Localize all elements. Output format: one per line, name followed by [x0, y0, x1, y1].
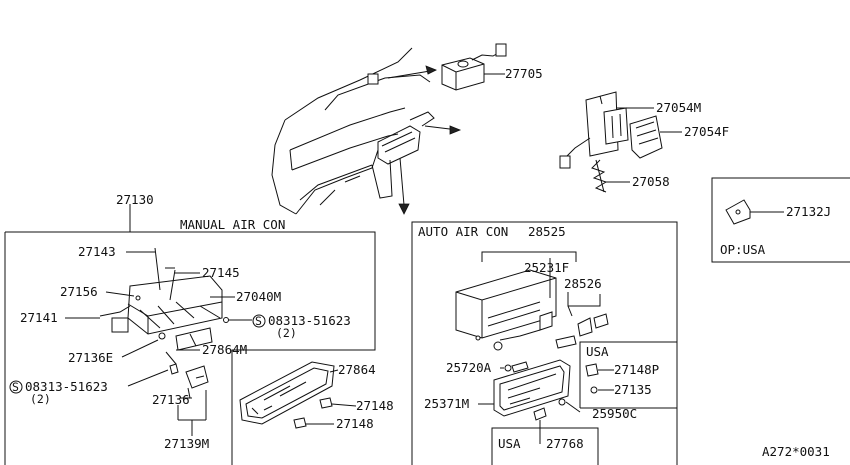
dashboard-illustration	[271, 47, 435, 215]
label-27768: 27768	[546, 436, 584, 451]
label-25371M: 25371M	[424, 396, 469, 411]
label-27148P: 27148P	[614, 362, 659, 377]
dashboard-arrows	[367, 65, 462, 215]
label-27864: 27864	[338, 362, 376, 377]
manual-air-con-box	[4, 204, 376, 465]
switches-28526	[555, 292, 609, 349]
label-screw-a-qty: (2)	[276, 326, 297, 340]
label-27040M: 27040M	[236, 289, 281, 304]
part-27705-sensor	[441, 43, 507, 91]
manual-leaders	[65, 251, 235, 436]
label-28525: 28525	[528, 224, 566, 239]
label-27156: 27156	[60, 284, 98, 299]
svg-text:S: S	[12, 380, 19, 394]
section-title-manual-air-con: MANUAL AIR CON	[180, 217, 285, 232]
label-25231F: 25231F	[524, 260, 569, 275]
label-27705: 27705	[505, 66, 543, 81]
label-27136E: 27136E	[68, 350, 113, 365]
label-25720A: 25720A	[446, 360, 492, 375]
label-27139M: 27139M	[164, 436, 209, 451]
label-usa-a: USA	[586, 344, 609, 359]
label-28526: 28526	[564, 276, 602, 291]
label-27132J: 27132J	[786, 204, 831, 219]
svg-text:S: S	[255, 314, 262, 328]
label-27143: 27143	[78, 244, 116, 259]
label-27148-b: 27148	[336, 416, 374, 431]
face-panel-27864	[239, 361, 357, 429]
label-27054M: 27054M	[656, 100, 701, 115]
bracket-28525	[481, 251, 577, 262]
face-panel-25371M	[478, 359, 581, 421]
screw-symbol-b: S	[9, 380, 23, 394]
label-usa-b: USA	[498, 436, 521, 451]
bulb-25720A	[500, 361, 529, 373]
figure-code: A272*0031	[762, 444, 830, 459]
label-27145: 27145	[202, 265, 240, 280]
label-27054F: 27054F	[684, 124, 729, 139]
usa-sub-box-b	[491, 420, 599, 465]
auto-control-unit	[455, 269, 557, 351]
label-27141: 27141	[20, 310, 58, 325]
label-screw-b-qty: (2)	[30, 392, 51, 406]
label-27130: 27130	[116, 192, 154, 207]
manual-control-unit	[99, 247, 252, 389]
label-screw-08313-51623-a: 08313-51623	[268, 313, 351, 328]
label-25950C: 25950C	[592, 406, 637, 421]
label-27135: 27135	[614, 382, 652, 397]
op-usa-box	[711, 177, 850, 263]
part-27054-vent	[559, 91, 682, 193]
label-27058: 27058	[632, 174, 670, 189]
label-27148-a: 27148	[356, 398, 394, 413]
section-title-auto-air-con: AUTO AIR CON	[418, 224, 508, 239]
label-27864M: 27864M	[202, 342, 247, 357]
auto-air-con-box	[411, 221, 678, 465]
label-27136: 27136	[152, 392, 190, 407]
label-screw-08313-51623-b: 08313-51623	[25, 379, 108, 394]
screw-symbol-a: S	[252, 314, 266, 328]
label-op-usa: OP:USA	[720, 242, 766, 257]
usa-sub-box-a	[579, 341, 677, 409]
